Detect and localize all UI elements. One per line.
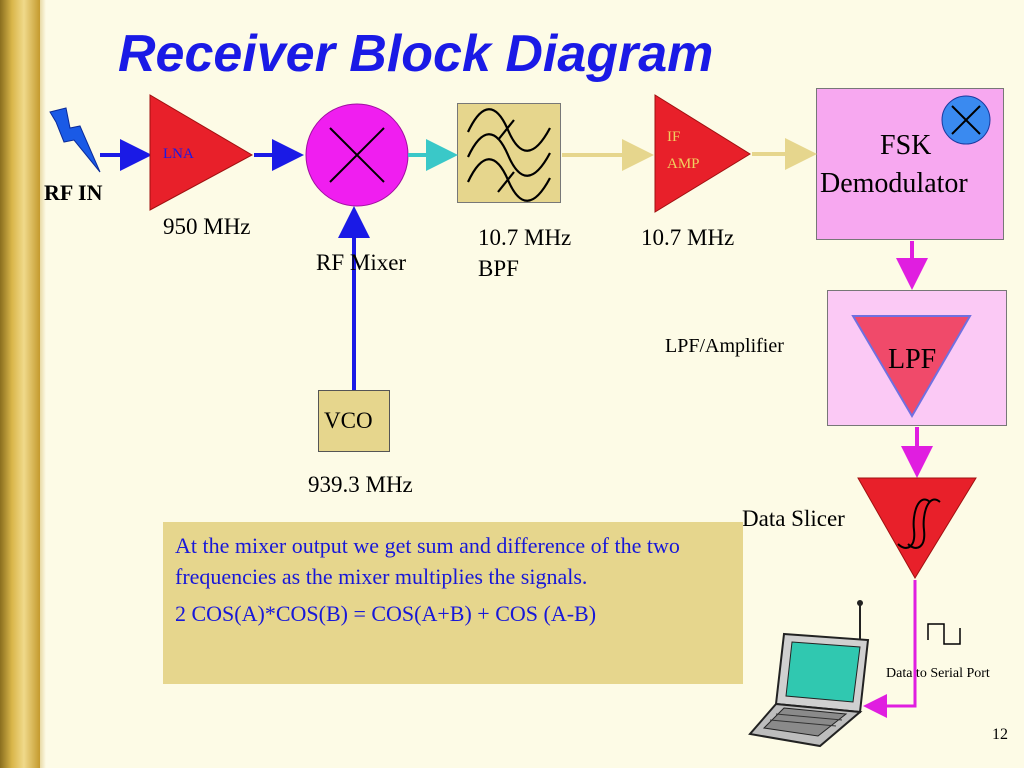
decorative-sidebar xyxy=(0,0,46,768)
bpf-label: BPF xyxy=(478,256,519,281)
lna-amplifier xyxy=(149,94,254,211)
serial-port-caption: Data to Serial Port xyxy=(886,666,990,681)
bpf-wave-icon xyxy=(467,108,551,202)
bpf-frequency: 10.7 MHz xyxy=(478,225,572,250)
if-amp-label-line1: IF xyxy=(667,129,681,145)
note-formula: 2 COS(A)*COS(B) = COS(A+B) + COS (A-B) xyxy=(175,601,597,626)
lpf-triangle xyxy=(851,315,972,418)
vco-frequency: 939.3 MHz xyxy=(308,472,413,497)
if-amp-label-line2: AMP xyxy=(667,156,700,172)
laptop-icon xyxy=(748,600,870,748)
demodulator-label: Demodulator xyxy=(820,168,968,199)
data-slicer xyxy=(857,477,977,579)
data-slicer-caption: Data Slicer xyxy=(742,506,845,531)
vco-block xyxy=(318,390,390,452)
lpf-label: LPF xyxy=(888,344,937,375)
rf-mixer-label: RF Mixer xyxy=(316,250,407,275)
if-amp-frequency: 10.7 MHz xyxy=(641,225,735,250)
pulse-icon xyxy=(927,623,961,645)
slide-title: Receiver Block Diagram xyxy=(118,25,714,83)
fsk-label: FSK xyxy=(880,130,932,161)
mixer-explanation-note: At the mixer output we get sum and diffe… xyxy=(163,522,743,684)
page-number: 12 xyxy=(992,726,1008,743)
lna-label: LNA xyxy=(163,146,194,162)
lightning-icon xyxy=(49,107,101,173)
lpf-caption: LPF/Amplifier xyxy=(665,335,784,357)
lna-frequency: 950 MHz xyxy=(163,214,251,239)
arrow-slicer-to-laptop xyxy=(863,580,917,718)
integral-icon xyxy=(897,498,931,549)
vco-label: VCO xyxy=(324,408,373,433)
rf-in-label: RF IN xyxy=(44,180,103,205)
if-amplifier xyxy=(654,94,751,213)
note-paragraph-1: At the mixer output we get sum and diffe… xyxy=(175,533,680,589)
